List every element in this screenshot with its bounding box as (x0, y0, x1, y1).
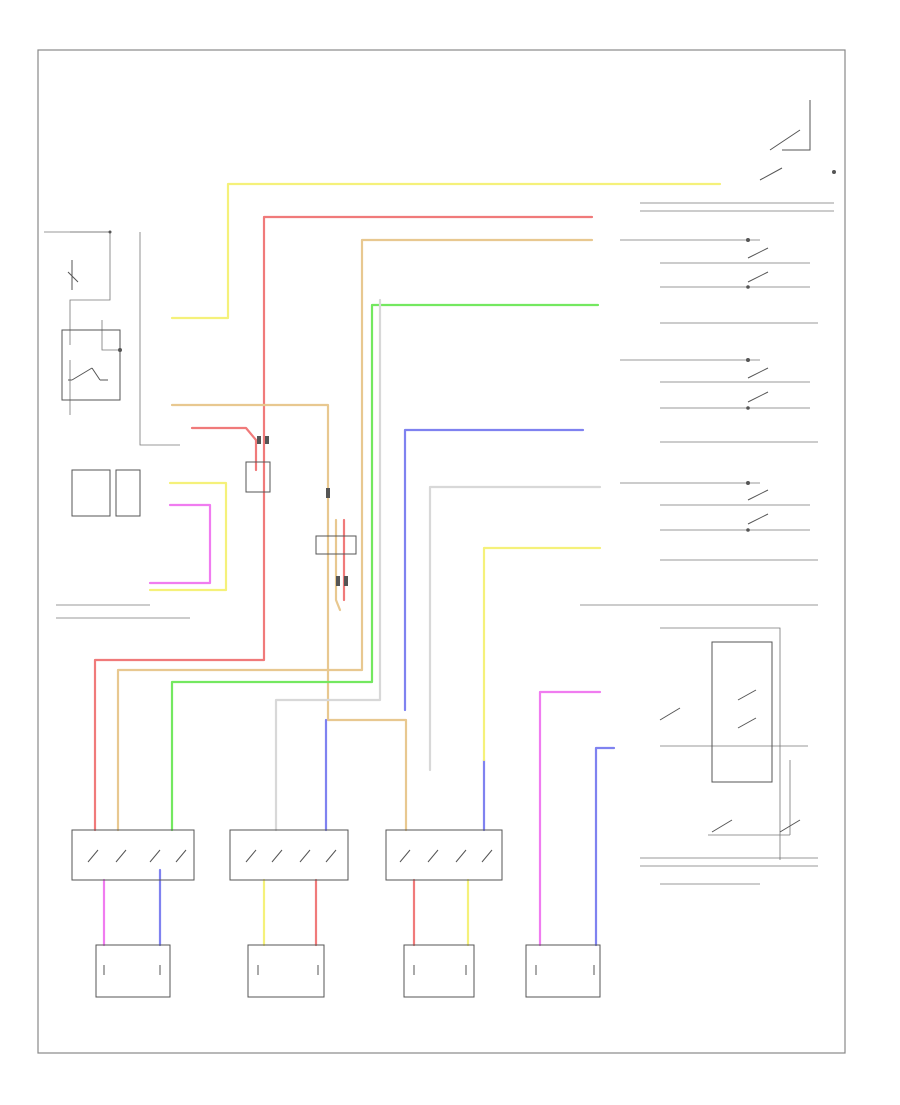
motor-icon-4 (535, 965, 595, 975)
joint-connector-2 (315, 535, 357, 555)
motor-1 (95, 944, 171, 998)
relay-dot-2 (108, 230, 112, 234)
wire-green (170, 303, 600, 832)
junction-marks (257, 436, 348, 586)
motor-icon-1 (103, 965, 161, 975)
wire-black-bot-2 (660, 627, 781, 860)
bottom-right-box-lines (640, 857, 818, 885)
main-switch-box (711, 641, 773, 783)
motor-4 (525, 944, 601, 998)
top-right-switch-icon (759, 100, 811, 181)
switch-unit-3 (385, 829, 503, 881)
wire-black-left-5 (101, 320, 118, 351)
wire-pink-2 (538, 690, 602, 947)
bottom-right-switch-icon (711, 819, 801, 833)
wire-tan-mid (334, 518, 342, 612)
wire-red-main (93, 215, 594, 832)
top-right-ground-icon (832, 170, 836, 174)
relay-box (61, 329, 121, 401)
relay-dot-1 (118, 348, 122, 352)
wire-black-left-2 (139, 232, 180, 446)
switch-unit-2 (229, 829, 349, 881)
lock-switch-icon (737, 689, 757, 729)
wire-yellow-left (148, 481, 228, 592)
relay-coil (67, 260, 79, 290)
switch-unit-1 (71, 829, 195, 881)
wire-blue-4 (594, 746, 616, 947)
wire-yellow-right (482, 546, 602, 762)
relay-switch-icon (68, 367, 108, 381)
motor-icon-3 (413, 965, 467, 975)
wire-red-branch (190, 426, 258, 472)
wire-pink-1 (148, 503, 212, 585)
wire-grey-2 (274, 298, 382, 832)
wire-yellow-top (170, 182, 722, 320)
connector-block-left-2 (115, 469, 141, 517)
window-lock-icon (659, 707, 681, 721)
joint-connector (245, 461, 271, 493)
wire-black-left-1 (69, 231, 111, 345)
power-window-switch-group-3 (746, 481, 769, 532)
wire-grey-1 (428, 485, 602, 772)
wire-blue-1 (403, 428, 585, 712)
motor-3 (403, 944, 475, 998)
diagram-frame (37, 49, 846, 1054)
connector-block-left-1 (71, 469, 111, 517)
wire-tan-main (116, 238, 594, 832)
motor-icon-2 (257, 965, 319, 975)
power-window-switch-group-1 (746, 238, 769, 289)
power-window-switch-group-2 (746, 358, 769, 410)
wire-tan-branch (170, 403, 408, 832)
motor-2 (247, 944, 325, 998)
